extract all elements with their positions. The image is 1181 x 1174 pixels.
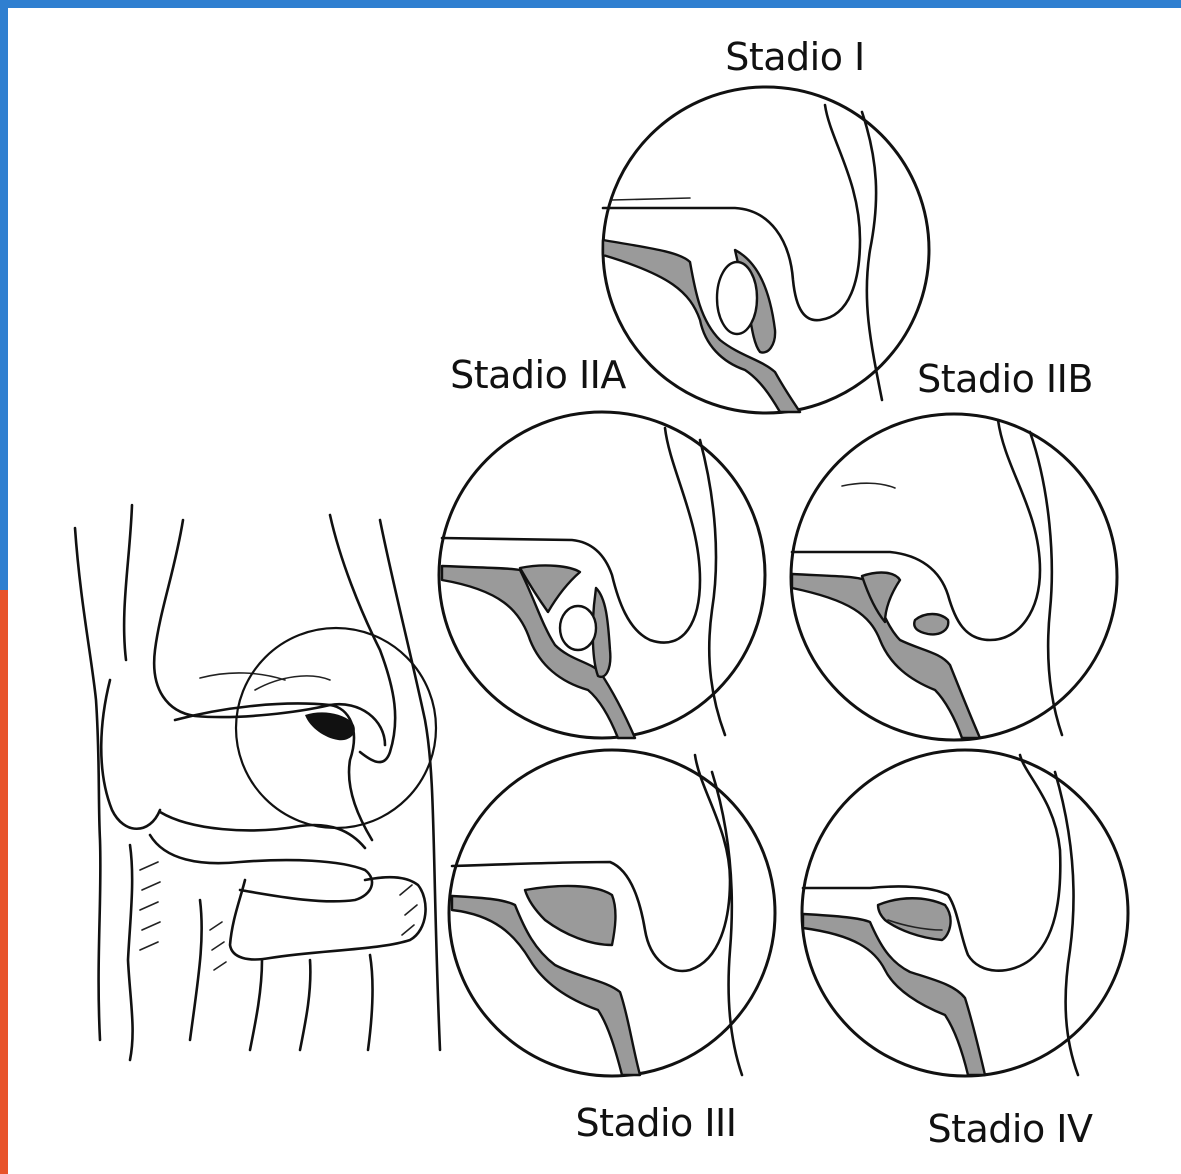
stage-iia-label: Stadio IIA [450, 353, 626, 397]
stage-iib-label: Stadio IIB [917, 357, 1093, 401]
stage-iib-panel [791, 414, 1117, 740]
stage-iii-panel [449, 750, 775, 1076]
stage-i-label: Stadio I [725, 35, 865, 79]
stage-iia-panel [439, 412, 765, 738]
stage-i-panel [603, 87, 929, 413]
stage-iv-panel [802, 750, 1128, 1076]
stage-iii-label: Stadio III [576, 1101, 737, 1145]
stage-iv-label: Stadio IV [927, 1107, 1093, 1151]
ankle-overview [75, 505, 440, 1060]
